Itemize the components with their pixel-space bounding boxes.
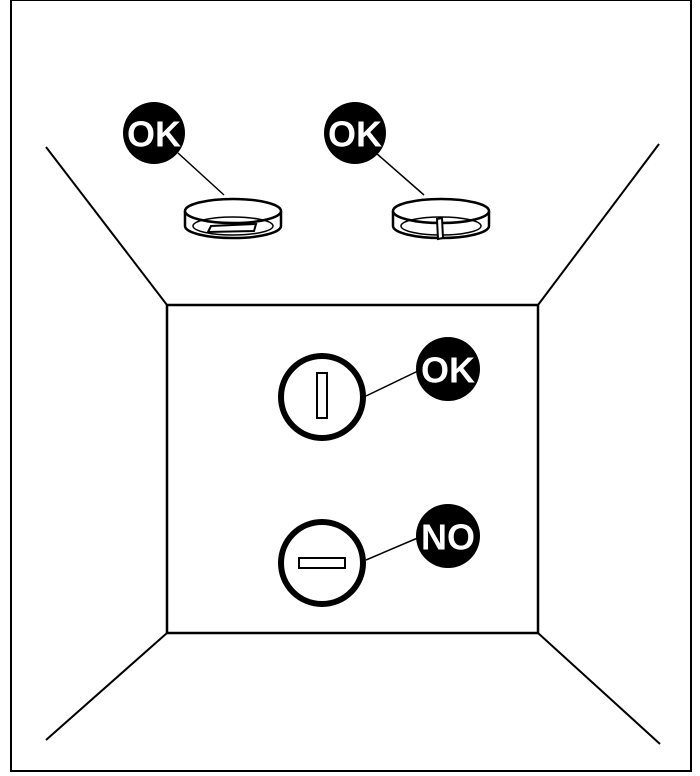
badge-circle — [123, 102, 185, 164]
leader-line — [375, 152, 425, 196]
leader-line — [177, 152, 225, 196]
wall-detector-vertical: OK — [278, 337, 480, 441]
ceiling-detector-right: OK — [324, 102, 491, 241]
detector-slot-vertical — [316, 372, 328, 419]
leader-line — [365, 369, 421, 397]
ceiling-edge-left — [45, 146, 168, 306]
badge-ok-ceiling-right: OK — [328, 114, 382, 155]
detector-base — [192, 216, 274, 236]
badge-ok-ceiling-left: OK — [127, 114, 181, 155]
badge-circle — [416, 504, 480, 568]
badge-ok-wall: OK — [421, 350, 475, 391]
badge-circle — [416, 337, 480, 401]
detector-slot-vertical — [435, 216, 445, 241]
ceiling-edge-right — [537, 143, 660, 306]
ceiling-detector-left: OK — [123, 102, 283, 240]
leader-line — [365, 536, 421, 561]
back-wall — [165, 303, 540, 635]
badge-circle — [324, 102, 386, 164]
detector-slot-horizontal — [298, 557, 346, 569]
detector-slot-horizontal — [206, 222, 258, 234]
floor-edge-left — [45, 632, 168, 741]
wall-detector-horizontal: NO — [278, 504, 480, 607]
detector-top — [183, 197, 283, 225]
floor-edge-right — [537, 632, 661, 745]
badge-no-wall: NO — [421, 517, 475, 558]
room-perspective — [45, 143, 661, 745]
